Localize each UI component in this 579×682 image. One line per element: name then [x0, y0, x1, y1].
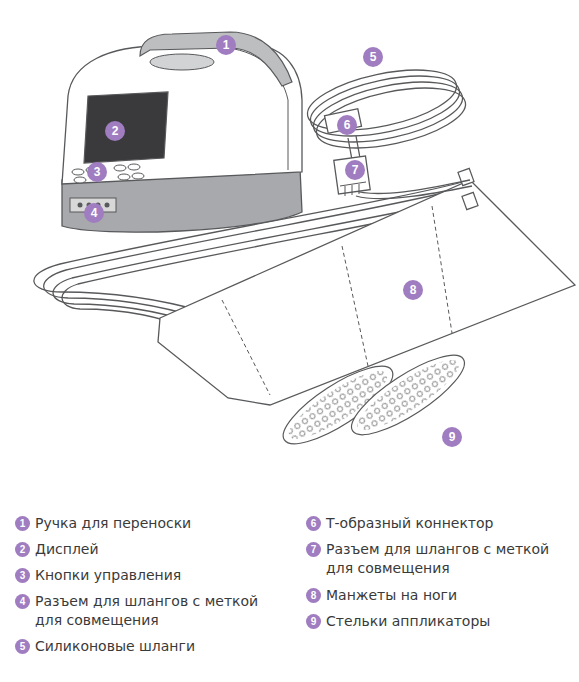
callout-number: 1	[216, 35, 236, 55]
callout-text: 4	[91, 206, 98, 220]
callout-text: 9	[449, 430, 456, 444]
part-list-item: 6 Т-образный коннектор	[306, 514, 571, 533]
part-name: Разъем для шлангов с меткой для совмещен…	[326, 540, 551, 578]
callout-text: 2	[112, 124, 119, 138]
part-list-item: 9 Стельки аппликаторы	[306, 612, 571, 631]
part-list-item: 8 Манжеты на ноги	[306, 586, 571, 605]
callout-number: 7	[345, 160, 365, 180]
part-list-item: 1 Ручка для переноски	[15, 514, 295, 533]
callout-text: 1	[223, 38, 230, 52]
callout-text: 6	[344, 118, 351, 132]
part-list-item: 4 Разъем для шлангов с меткой для совмеще…	[15, 592, 260, 630]
list-number: 6	[306, 516, 321, 531]
list-number: 9	[306, 614, 321, 629]
callout-number: 2	[105, 121, 125, 141]
callout-number: 4	[84, 203, 104, 223]
callout-number: 9	[442, 427, 462, 447]
list-number: 4	[15, 594, 30, 609]
part-name: Манжеты на ноги	[326, 586, 457, 605]
part-name: Т-образный коннектор	[326, 514, 493, 533]
part-list-item: 3 Кнопки управления	[15, 566, 295, 585]
callout-number: 6	[337, 115, 357, 135]
callout-text: 8	[410, 283, 417, 297]
part-list-item: 7 Разъем для шлангов с меткой для совмеще…	[306, 540, 551, 578]
list-number: 3	[15, 568, 30, 583]
list-number: 8	[306, 588, 321, 603]
part-list-item: 5 Силиконовые шланги	[15, 637, 295, 656]
part-name: Разъем для шлангов с меткой для совмещен…	[35, 592, 260, 630]
list-number: 7	[306, 542, 321, 557]
callout-number: 5	[363, 47, 383, 67]
callout-number: 8	[403, 280, 423, 300]
part-list-item: 2 Дисплей	[15, 540, 295, 559]
part-name: Стельки аппликаторы	[326, 612, 490, 631]
part-name: Дисплей	[35, 540, 99, 559]
part-name: Кнопки управления	[35, 566, 181, 585]
list-number: 2	[15, 542, 30, 557]
callout-number: 3	[87, 162, 107, 182]
part-name: Ручка для переноски	[35, 514, 191, 533]
callout-text: 7	[352, 163, 359, 177]
list-number: 1	[15, 516, 30, 531]
callout-text: 3	[94, 165, 101, 179]
callout-text: 5	[370, 50, 377, 64]
part-name: Силиконовые шланги	[35, 637, 195, 656]
list-number: 5	[15, 639, 30, 654]
